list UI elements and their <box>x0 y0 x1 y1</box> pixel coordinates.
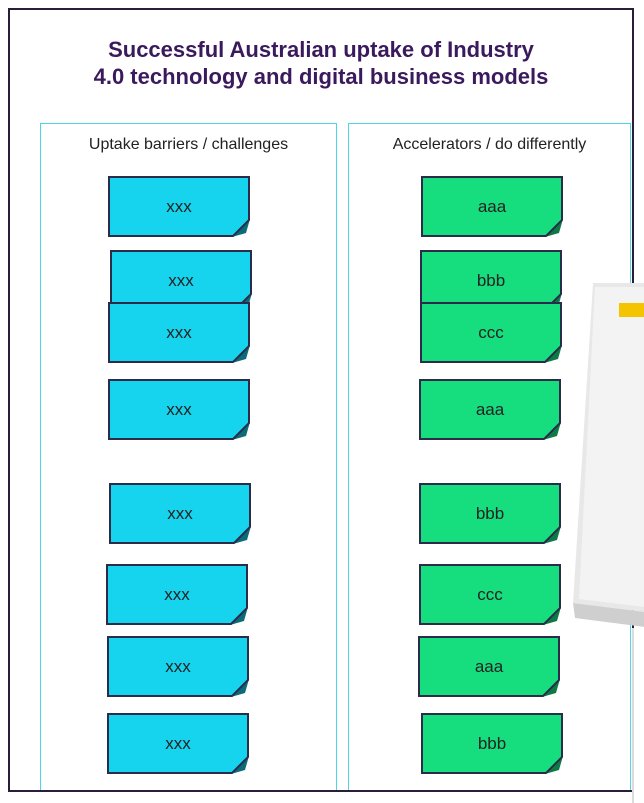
diagram-frame: Successful Australian uptake of Industry… <box>8 8 634 792</box>
sticky-note-accelerator-7: aaa <box>418 636 560 697</box>
accelerators-column: Accelerators / do differently aaa bbb cc… <box>348 123 631 790</box>
page-curl-icon <box>542 679 560 697</box>
note-text: xxx <box>167 503 193 523</box>
barriers-column: Uptake barriers / challenges xxx xxx xxx… <box>40 123 337 790</box>
sticky-note-accelerator-1: aaa <box>421 176 563 237</box>
note-text: bbb <box>476 270 506 290</box>
note-text: xxx <box>166 399 192 419</box>
note-text: aaa <box>475 399 505 419</box>
note-text: xxx <box>164 584 190 604</box>
note-text: xxx <box>165 733 191 753</box>
sticky-note-barrier-2: xxx <box>110 250 252 311</box>
page-curl-icon <box>232 422 250 440</box>
note-text: ccc <box>477 584 503 604</box>
sticky-note-barrier-5: xxx <box>109 483 251 544</box>
sticky-note-accelerator-5: bbb <box>419 483 561 544</box>
sticky-note-barrier-8: xxx <box>107 713 249 774</box>
page-curl-icon <box>232 345 250 363</box>
page-curl-icon <box>543 422 561 440</box>
sticky-note-accelerator-3: ccc <box>420 302 562 363</box>
title-line-2: 4.0 technology and digital business mode… <box>93 64 549 89</box>
sticky-note-accelerator-6: ccc <box>419 564 561 625</box>
page-curl-icon <box>230 607 248 625</box>
title-line-1: Successful Australian uptake of Industry <box>108 37 534 62</box>
note-text: xxx <box>165 656 191 676</box>
accelerators-column-heading: Accelerators / do differently <box>392 136 587 153</box>
diagram-title: Successful Australian uptake of Industry… <box>10 36 632 90</box>
page-curl-icon <box>543 607 561 625</box>
sticky-note-barrier-3: xxx <box>108 302 250 363</box>
note-text: bbb <box>477 733 507 753</box>
sticky-note-barrier-1: xxx <box>108 176 250 237</box>
note-text: xxx <box>168 270 194 290</box>
page-curl-icon <box>232 219 250 237</box>
note-text: xxx <box>166 196 192 216</box>
note-text: xxx <box>166 322 192 342</box>
page-curl-icon <box>233 526 251 544</box>
sticky-note-barrier-4: xxx <box>108 379 250 440</box>
sticky-note-barrier-6: xxx <box>106 564 248 625</box>
page-curl-icon <box>231 756 249 774</box>
note-text: aaa <box>477 196 507 216</box>
sticky-note-barrier-7: xxx <box>107 636 249 697</box>
note-text: ccc <box>478 322 504 342</box>
page-curl-icon <box>545 756 563 774</box>
barriers-column-heading: Uptake barriers / challenges <box>88 136 289 153</box>
note-text: bbb <box>475 503 505 523</box>
note-text: aaa <box>474 656 504 676</box>
page-curl-icon <box>544 345 562 363</box>
page-curl-icon <box>543 526 561 544</box>
sticky-note-accelerator-4: aaa <box>419 379 561 440</box>
sticky-note-accelerator-8: bbb <box>421 713 563 774</box>
page-curl-icon <box>231 679 249 697</box>
page-curl-icon <box>545 219 563 237</box>
